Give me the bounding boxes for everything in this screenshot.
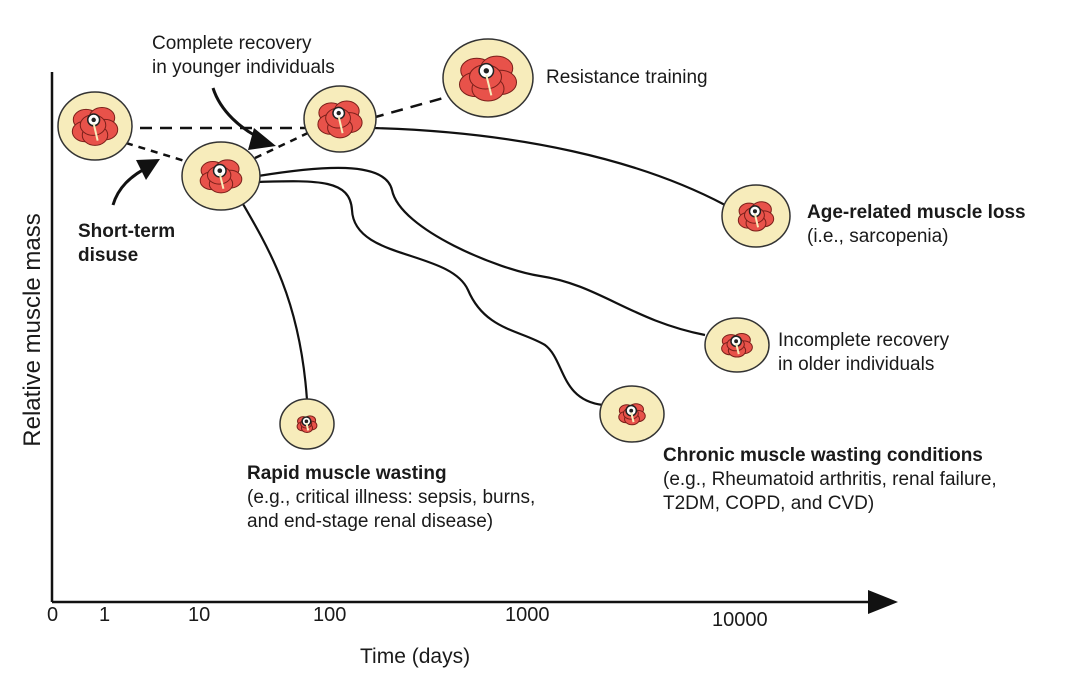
rapid-wasting-curve [235, 191, 309, 401]
muscle-baseline-icon [57, 91, 133, 161]
muscle-incomplete-icon [704, 317, 770, 373]
incomplete-recovery-label: Incomplete recovery in older individuals [778, 330, 950, 375]
x-tick-100: 100 [313, 604, 347, 626]
x-tick-10: 10 [188, 604, 211, 626]
rapid-wasting-label: Rapid muscle wasting (e.g., critical ill… [247, 463, 536, 532]
muscle-recovered-icon [303, 85, 377, 153]
resistance-training-label: Resistance training [546, 67, 708, 88]
muscle-resistance-icon [442, 38, 534, 118]
short-term-disuse-label: Short-term disuse [78, 221, 176, 266]
muscle-chronic-icon [599, 385, 665, 443]
y-axis-label: Relative muscle mass [19, 213, 46, 447]
age-related-curve [371, 126, 726, 206]
dashed-to-resistance [371, 95, 448, 120]
x-axis-arrow-icon [868, 590, 898, 614]
age-related-label: Age-related muscle loss (i.e., sarcopeni… [807, 202, 1026, 247]
x-tick-0: 0 [47, 604, 59, 626]
x-tick-1: 1 [99, 604, 111, 626]
x-tick-10000: 10000 [712, 609, 768, 631]
short-term-disuse-arrowhead-icon [136, 159, 160, 180]
complete-recovery-label: Complete recovery in younger individuals [152, 33, 335, 78]
dashed-recovery [254, 130, 311, 160]
muscle-rapid-icon [279, 398, 335, 450]
muscle-age-related-icon [721, 184, 791, 248]
dashed-to-disuse [125, 141, 189, 164]
incomplete-recovery-curve [257, 166, 706, 337]
x-axis-label: Time (days) [360, 645, 471, 668]
complete-recovery-arrowhead-icon [248, 128, 276, 150]
muscle-short-term-icon [181, 141, 261, 211]
chronic-wasting-curve [257, 180, 604, 407]
x-tick-1000: 1000 [505, 604, 550, 626]
chronic-wasting-label: Chronic muscle wasting conditions (e.g.,… [663, 445, 997, 514]
